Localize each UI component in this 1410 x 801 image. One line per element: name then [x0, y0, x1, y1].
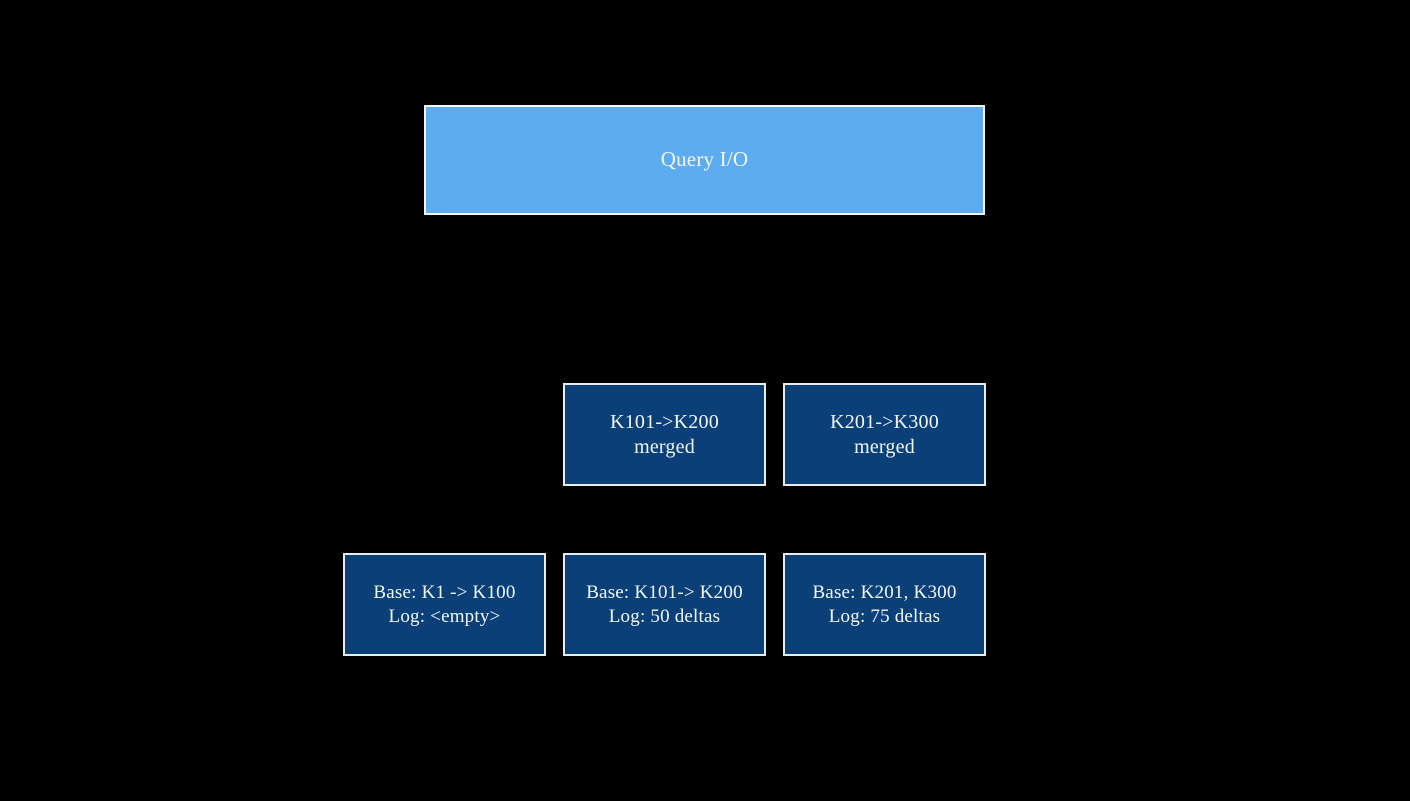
segment-node-k201-k300-log: Log: 75 deltas [828, 605, 941, 627]
query-io-node-label: Query I/O [660, 147, 749, 172]
merged-node-k201-k300-state: merged [854, 435, 915, 458]
merged-node-k101-k200-range: K101->K200 [610, 411, 719, 434]
segment-node-k101-k200[interactable]: Base: K101-> K200 Log: 50 deltas [563, 553, 766, 656]
merged-node-k101-k200[interactable]: K101->K200 merged [563, 383, 766, 486]
segment-node-k1-k100-log: Log: <empty> [388, 605, 501, 627]
merged-node-k201-k300-range: K201->K300 [830, 411, 939, 434]
query-io-node[interactable]: Query I/O [424, 105, 985, 215]
segment-node-k1-k100-base: Base: K1 -> K100 [373, 582, 516, 604]
segment-node-k1-k100[interactable]: Base: K1 -> K100 Log: <empty> [343, 553, 546, 656]
merged-node-k101-k200-state: merged [634, 435, 695, 458]
segment-node-k101-k200-log: Log: 50 deltas [608, 605, 721, 627]
segment-node-k101-k200-base: Base: K101-> K200 [586, 582, 743, 604]
merged-node-k201-k300[interactable]: K201->K300 merged [783, 383, 986, 486]
segment-node-k201-k300-base: Base: K201, K300 [812, 582, 957, 604]
segment-node-k201-k300[interactable]: Base: K201, K300 Log: 75 deltas [783, 553, 986, 656]
